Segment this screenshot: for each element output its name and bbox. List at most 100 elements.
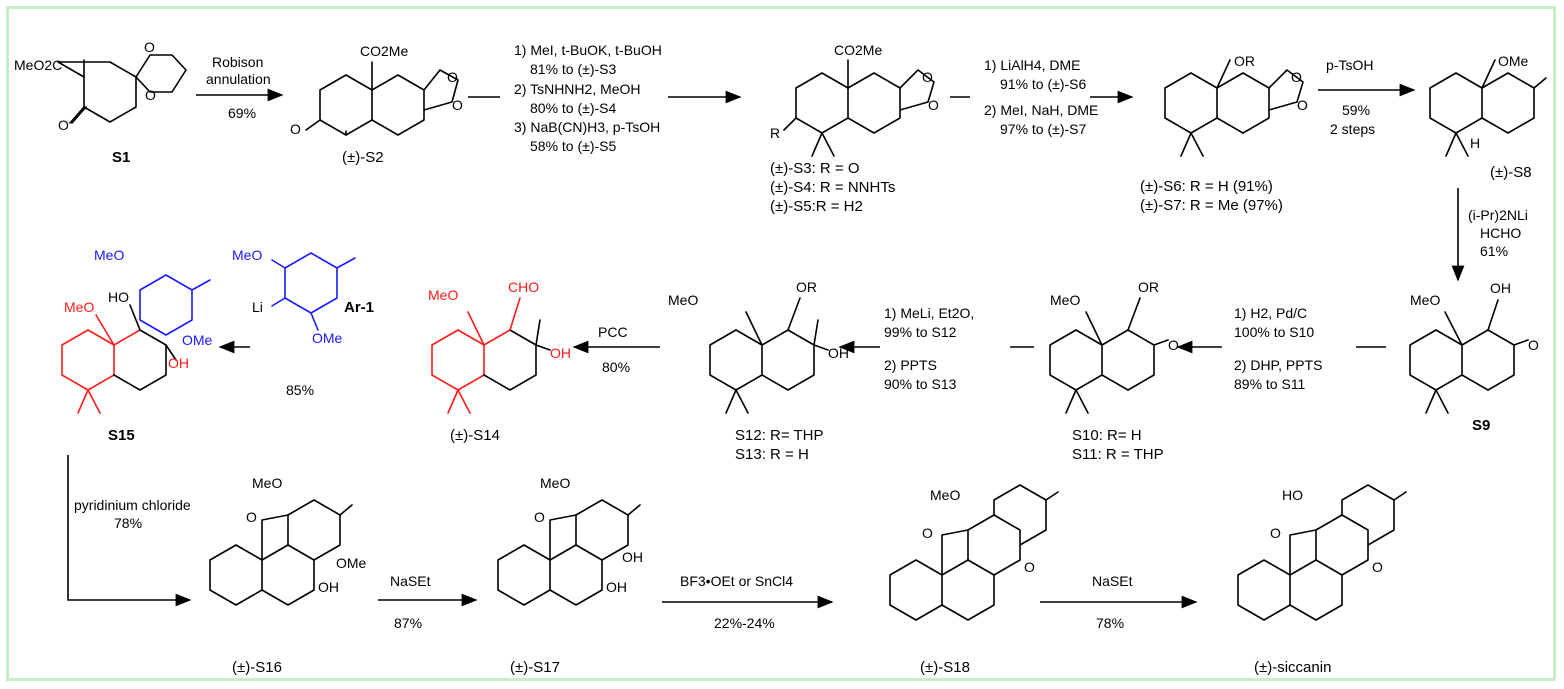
compound-s14: MeO CHO OH (±)-S14 [428,279,571,444]
compound-s2: O CO2Me O O (±)-S2 [290,43,463,166]
step3-line-0: 1) LiAlH4, DME [984,57,1080,73]
step6-line-0: 1) H2, Pd/C [1234,305,1307,321]
s16-ome: OMe [336,555,367,571]
step5-line-0: (i-Pr)2NLi [1468,207,1528,223]
s1213-meo: MeO [668,292,698,308]
step8-bottom: 80% [602,359,630,375]
conditions: Robison annulation 69% 1) MeI, t-BuOK, t… [74,42,1528,631]
s15-ome-top: MeO [94,247,124,263]
s14-label: (±)-S14 [450,427,500,444]
step11-top: NaSEt [390,573,431,589]
step7-line-2: 2) PPTS [884,357,937,373]
s14-cho: CHO [508,279,539,295]
step9-bottom: 85% [286,382,314,398]
svg-text:O: O [58,117,69,133]
s345-ester: CO2Me [834,42,882,58]
compound-s8: OMe H (±)-S8 [1429,53,1547,181]
s67-line-0: (±)-S6: R = H (91%) [1140,178,1273,195]
svg-text:O: O [452,97,463,113]
compound-s1: MeO2C O O O S1 [14,39,187,166]
s18-o: O [1024,559,1035,575]
siccanin-ho: HO [1282,487,1303,503]
s345-line-0: (±)-S3: R = O [770,160,860,177]
compound-s18: MeO O O (±)-S18 [889,484,1059,676]
svg-text:O: O [290,121,301,137]
step6-line-2: 2) DHP, PPTS [1234,357,1322,373]
siccanin-o: O [1372,559,1383,575]
step1-bottom: 69% [228,105,256,121]
s1-ester: MeO2C [14,57,62,73]
compound-s10-s11: MeO OR O S10: R= H S11: R = THP [1049,279,1179,463]
compound-s6-s7: OR O O (±)-S6: R = H (91%) (±)-S7: R = M… [1140,53,1308,214]
step13-bottom: 78% [1096,615,1124,631]
s17-oh-ar: OH [622,549,643,565]
s67-line-1: (±)-S7: R = Me (97%) [1140,197,1283,214]
step2-line-0: 1) MeI, t-BuOK, t-BuOH [514,42,662,58]
step10-line-0: pyridinium chloride [74,497,191,513]
step2-line-3: 80% to (±)-S4 [530,100,616,116]
svg-text:O: O [1291,69,1302,85]
svg-text:O: O [922,69,933,85]
compound-siccanin: HO O O (±)-siccanin [1237,484,1407,676]
step8-top: PCC [598,324,628,340]
scheme-frame [6,6,1556,681]
svg-text:O: O [1528,337,1539,353]
step4-top: p-TsOH [1326,57,1373,73]
s345-line-2: (±)-S5:R = H2 [770,198,863,215]
step5-line-1: HCHO [1480,225,1521,241]
s1011-line-0: S10: R= H [1072,427,1142,444]
step2-line-4: 3) NaB(CN)H3, p-TsOH [514,119,660,135]
compound-s16: MeO O OMe OH (±)-S16 [209,475,367,676]
svg-text:O: O [1168,337,1179,353]
ar1-li: Li [252,299,263,315]
compound-s17: MeO O OH OH (±)-S17 [497,475,643,676]
step2-line-2: 2) TsNHNH2, MeOH [514,81,641,97]
s14-meo: MeO [428,287,458,303]
s2-ester: CO2Me [360,43,408,59]
s15-ome-bot: OMe [182,332,213,348]
s345-line-1: (±)-S4: R = NNHTs [770,179,895,196]
s67-or: OR [1234,53,1255,69]
s18-meo: MeO [930,487,960,503]
compound-s3-s5: R CO2Me O O (±)-S3: R = O (±)-S4: R = NN… [770,42,939,215]
step11-bottom: 87% [394,615,422,631]
s1011-or: OR [1138,279,1159,295]
s17-label: (±)-S17 [510,659,560,676]
s16-label: (±)-S16 [232,659,282,676]
s8-label: (±)-S8 [1490,164,1532,181]
s17-meo: MeO [540,475,570,491]
step1-top-0: Robison [212,54,263,70]
s345-r: R [770,125,780,141]
arrow-step10 [67,455,192,607]
s15-label: S15 [108,427,135,444]
step2-line-5: 58% to (±)-S5 [530,138,616,154]
svg-text:O: O [145,87,156,103]
step13-top: NaSEt [1092,573,1133,589]
step10-line-1: 78% [114,515,142,531]
s14-oh: OH [550,345,571,361]
step5-line-2: 61% [1480,243,1508,259]
s17-oh: OH [606,579,627,595]
s15-meo: MeO [64,299,94,315]
step6-line-3: 89% to S11 [1234,376,1306,392]
s1213-line-1: S13: R = H [735,446,809,463]
s18-label: (±)-S18 [920,659,970,676]
s15-ho: HO [108,289,129,305]
s1011-meo: MeO [1050,292,1080,308]
s2-label: (±)-S2 [342,149,384,166]
step7-line-3: 90% to S13 [884,376,957,392]
siccanin-label: (±)-siccanin [1254,659,1331,676]
step3-line-3: 97% to (±)-S7 [1000,121,1086,137]
ar1-ome: OMe [312,330,343,346]
s9-oh: OH [1490,280,1511,296]
compound-s12-s13: MeO OR OH S12: R= THP S13: R = H [668,279,849,463]
step2-line-1: 81% to (±)-S3 [530,61,616,77]
step1-top-1: annulation [206,71,271,87]
svg-text:H: H [1470,135,1480,151]
s1213-or: OR [796,279,817,295]
s9-label: S9 [1472,417,1490,434]
reagent-ar1: MeO Li OMe Ar-1 [232,247,374,346]
s15-oh: OH [168,355,189,371]
s1011-line-1: S11: R = THP [1072,446,1164,463]
